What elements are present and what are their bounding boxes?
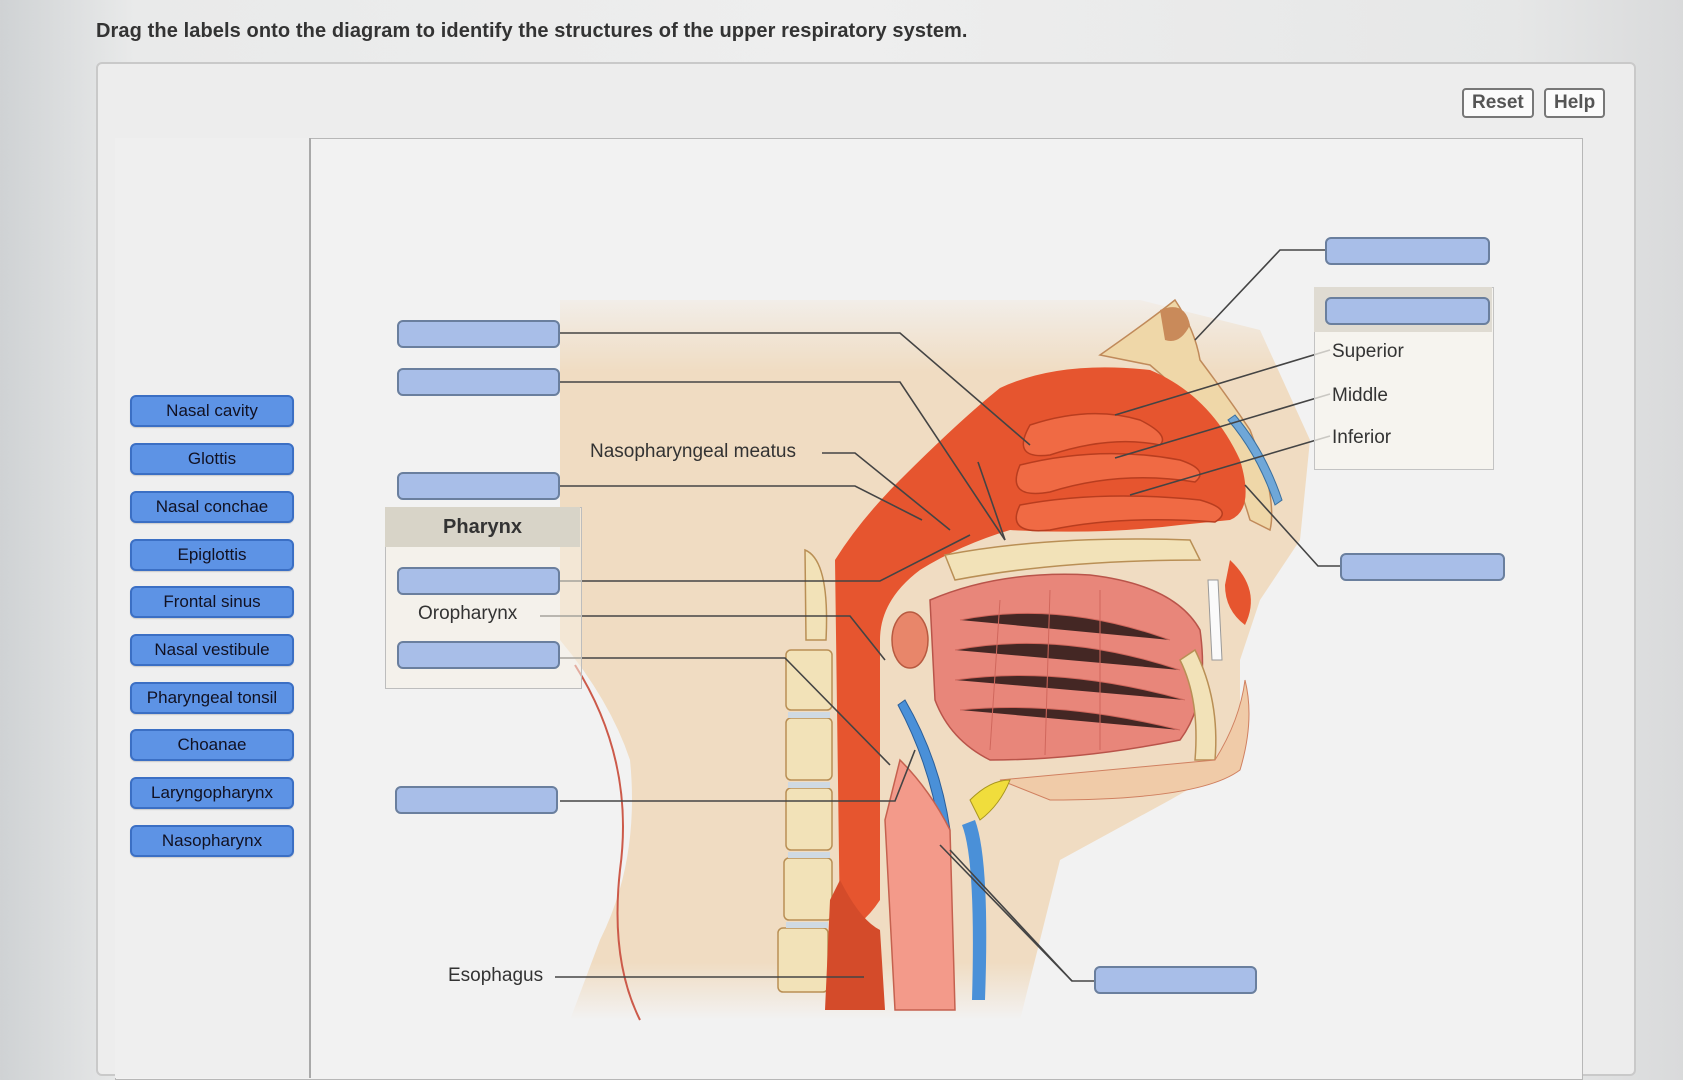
label-chip-nasal-cavity[interactable]: Nasal cavity — [130, 395, 294, 427]
label-chip-pharyngeal-tonsil[interactable]: Pharyngeal tonsil — [130, 682, 294, 714]
chin — [999, 679, 1250, 801]
label-chip-nasal-conchae[interactable]: Nasal conchae — [130, 491, 294, 523]
middle-concha-label: Middle — [1332, 385, 1388, 406]
drop-target[interactable] — [1325, 237, 1490, 265]
upper-lip — [1225, 560, 1251, 625]
drop-target[interactable] — [397, 320, 560, 348]
label-chip-glottis[interactable]: Glottis — [130, 443, 294, 475]
label-chip-epiglottis[interactable]: Epiglottis — [130, 539, 294, 571]
superior-concha-label: Superior — [1332, 341, 1404, 362]
drop-target[interactable] — [395, 786, 558, 814]
label-chip-nasopharynx[interactable]: Nasopharynx — [130, 825, 294, 857]
label-bank: Nasal cavity Glottis Nasal conchae Epigl… — [115, 138, 311, 1078]
drop-target[interactable] — [1094, 966, 1257, 994]
help-button[interactable]: Help — [1544, 88, 1606, 118]
reset-button[interactable]: Reset — [1462, 88, 1534, 118]
esophagus-label: Esophagus — [448, 965, 544, 986]
drop-target[interactable] — [1325, 297, 1490, 325]
drop-target[interactable] — [397, 368, 560, 396]
trachea-cartilage — [962, 820, 987, 1000]
drop-target[interactable] — [397, 567, 560, 595]
mandible — [1179, 648, 1217, 761]
inferior-concha-label: Inferior — [1332, 427, 1392, 448]
pharynx-header: Pharynx — [385, 507, 580, 547]
pharyngeal-tonsil-shape — [891, 611, 929, 669]
instructions: Drag the labels onto the diagram to iden… — [96, 20, 968, 42]
label-chip-nasal-vestibule[interactable]: Nasal vestibule — [130, 634, 294, 666]
drop-target[interactable] — [1340, 553, 1505, 581]
drop-target[interactable] — [397, 641, 560, 669]
drop-target[interactable] — [397, 472, 560, 500]
oropharynx-label: Oropharynx — [418, 603, 518, 624]
larynx-tube — [884, 758, 956, 1011]
label-chip-choanae[interactable]: Choanae — [130, 729, 294, 761]
middle-concha — [1015, 452, 1201, 495]
label-chip-frontal-sinus[interactable]: Frontal sinus — [130, 586, 294, 618]
frontal-sinus-shape — [1160, 307, 1190, 341]
inferior-concha — [1015, 495, 1223, 532]
nasal-cartilage — [1227, 414, 1283, 506]
leader-lines — [540, 249, 1340, 982]
label-chip-laryngopharynx[interactable]: Laryngopharynx — [130, 777, 294, 809]
hard-palate — [943, 538, 1202, 581]
epiglottis-shape — [969, 779, 1011, 821]
vertebral-column — [777, 548, 833, 993]
teeth — [1207, 579, 1223, 661]
nasopharyngeal-meatus-label: Nasopharyngeal meatus — [590, 441, 796, 462]
